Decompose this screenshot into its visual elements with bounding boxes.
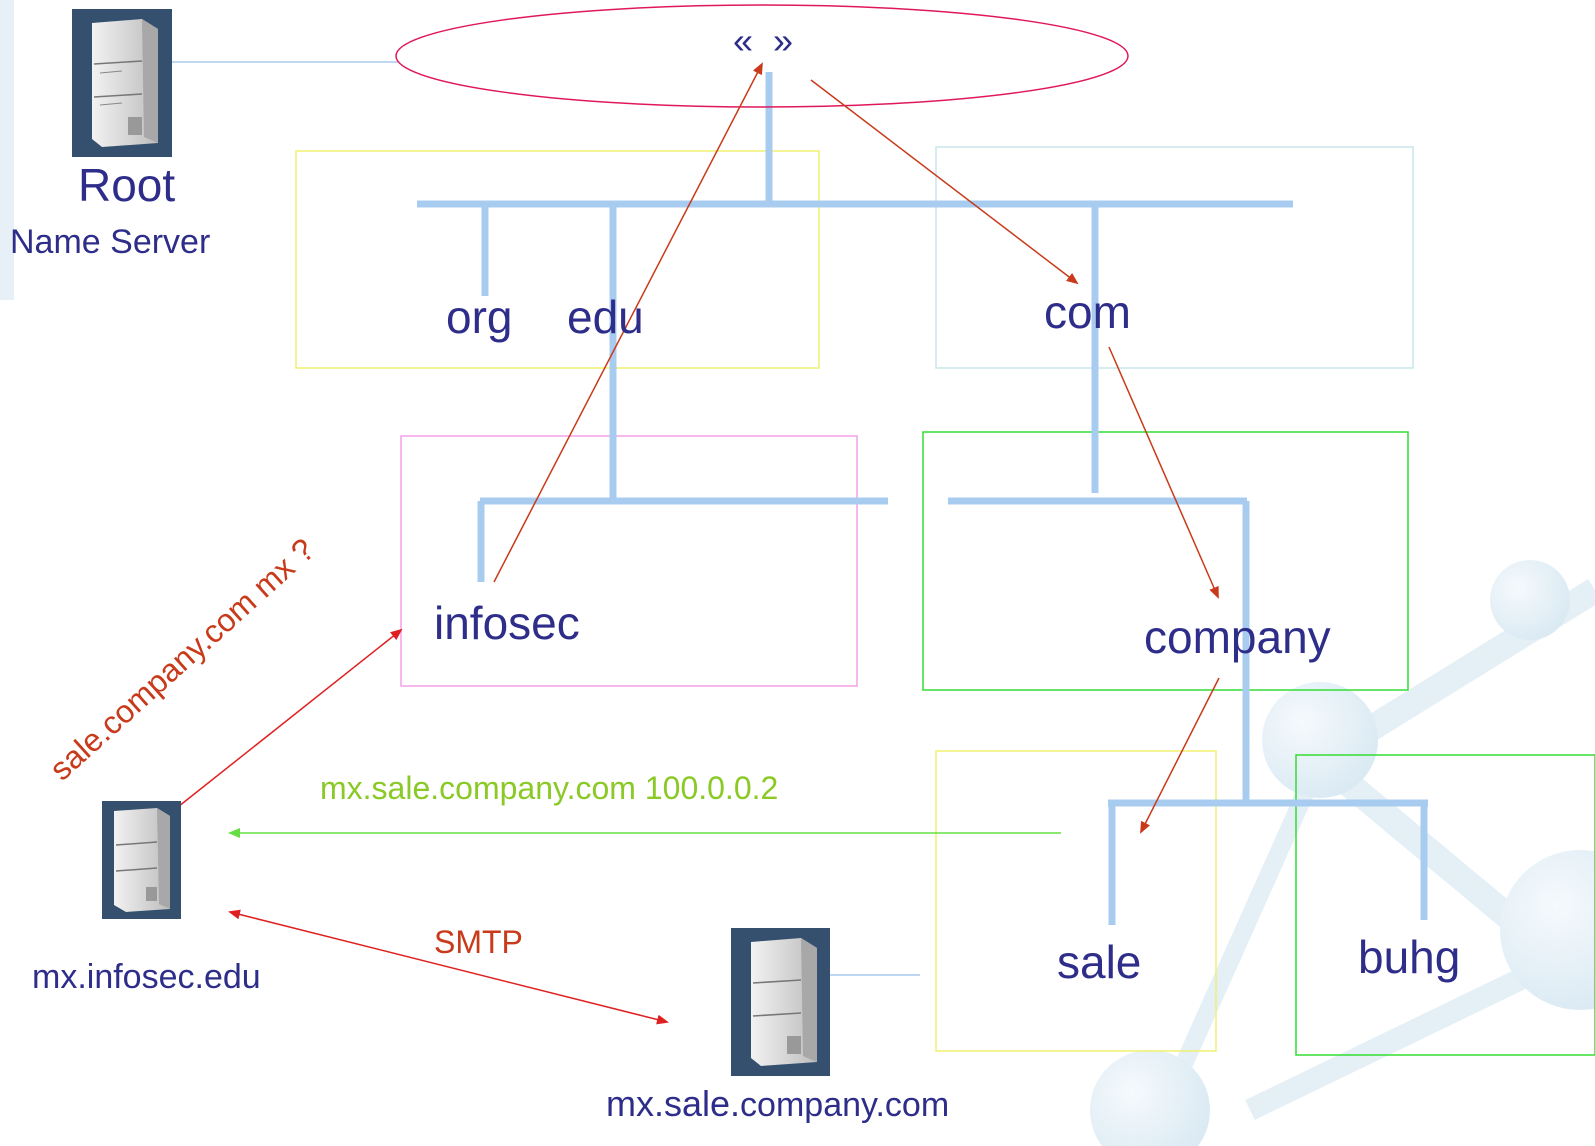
zone-box-buhg — [1295, 754, 1595, 1056]
target-host-suffix: company.com — [740, 1086, 950, 1124]
client-mx-server-icon — [102, 801, 181, 919]
zone-box-org-edu — [295, 150, 820, 369]
arrow-smtp — [228, 909, 669, 1025]
node-infosec: infosec — [434, 597, 580, 649]
zone-box-com — [935, 146, 1414, 369]
arrow-infosec-to-root — [493, 62, 763, 583]
target-host-prefix: mx.sale. — [606, 1083, 741, 1124]
node-company: company — [1144, 611, 1331, 663]
background-left-strip — [0, 0, 14, 300]
target-host-label: mx.sale.company.com — [606, 1083, 949, 1125]
dns-tree — [417, 72, 1428, 925]
zone-box-company — [922, 431, 1409, 691]
arrow-company-to-sale — [1140, 677, 1220, 834]
smtp-label: SMTP — [434, 924, 523, 960]
query-label: sale.company.com mx ? — [43, 531, 322, 787]
zone-box-infosec — [400, 435, 858, 687]
node-com: com — [1044, 286, 1131, 338]
node-sale: sale — [1057, 936, 1142, 988]
answer-label: mx.sale.company.com 100.0.0.2 — [320, 770, 779, 806]
root-server-title: Root — [78, 159, 176, 211]
arrow-root-to-com — [810, 79, 1079, 285]
background-molecule-decoration — [1090, 560, 1595, 1146]
client-host-label: mx.infosec.edu — [32, 958, 261, 996]
zone-box-sale — [935, 750, 1217, 1052]
node-buhg: buhg — [1358, 931, 1461, 983]
arrow-query-to-infosec — [163, 628, 403, 819]
root-zone-ellipse — [395, 4, 1129, 108]
root-server-subtitle: Name Server — [10, 223, 211, 261]
arrow-com-to-company — [1108, 346, 1219, 599]
mx-sale-server-icon — [731, 928, 830, 1076]
node-edu: edu — [567, 291, 644, 343]
root-server-icon — [72, 9, 172, 157]
root-zone-label: « » — [733, 20, 794, 61]
node-org: org — [446, 291, 513, 343]
